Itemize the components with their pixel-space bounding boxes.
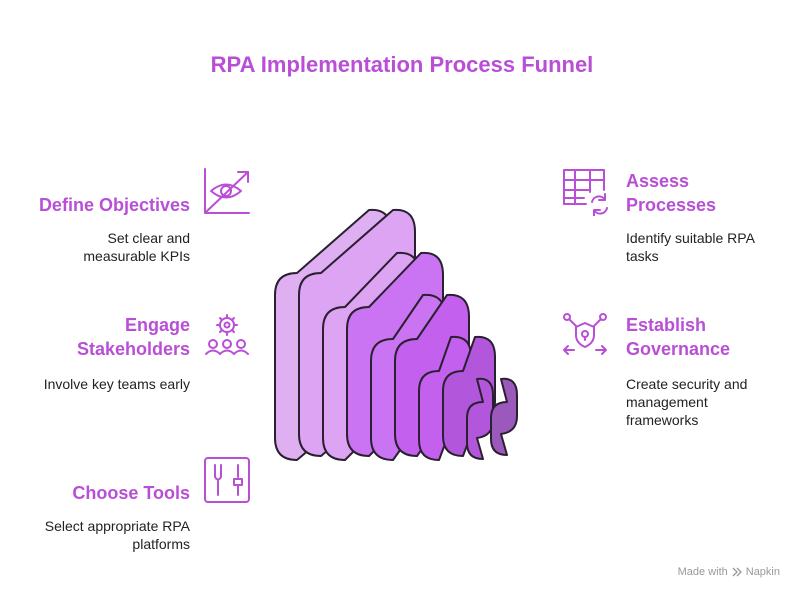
step-title-assess-processes: Assess Processes bbox=[626, 171, 717, 215]
step-desc-establish-governance: Create security and management framework… bbox=[626, 376, 748, 428]
shield-network-icon bbox=[560, 310, 610, 360]
napkin-logo-icon bbox=[732, 567, 742, 577]
footer: Made with Napkin bbox=[678, 566, 780, 578]
step-title-engage-stakeholders: Engage Stakeholders bbox=[76, 315, 190, 359]
funnel-layer-5-back bbox=[466, 377, 494, 460]
page-title: RPA Implementation Process Funnel bbox=[210, 52, 594, 77]
funnel-illustration bbox=[274, 208, 518, 461]
step-desc-engage-stakeholders: Involve key teams early bbox=[43, 376, 190, 392]
step-desc-define-objectives: Set clear and measurable KPIs bbox=[83, 230, 190, 264]
table-refresh-icon bbox=[560, 166, 610, 216]
step-title-establish-governance: Establish Governance bbox=[626, 315, 731, 359]
step-desc-choose-tools: Select appropriate RPA platforms bbox=[44, 518, 190, 552]
step-title-choose-tools: Choose Tools bbox=[72, 483, 190, 503]
tools-icon bbox=[202, 455, 252, 505]
gear-people-icon bbox=[202, 310, 252, 360]
eye-chart-icon bbox=[202, 166, 252, 216]
napkin-brand: Napkin bbox=[745, 566, 780, 578]
funnel-layer-5-front bbox=[490, 377, 518, 456]
step-desc-assess-processes: Identify suitable RPA tasks bbox=[626, 230, 755, 264]
step-title-define-objectives: Define Objectives bbox=[38, 195, 190, 215]
made-with-label: Made with bbox=[677, 566, 728, 578]
